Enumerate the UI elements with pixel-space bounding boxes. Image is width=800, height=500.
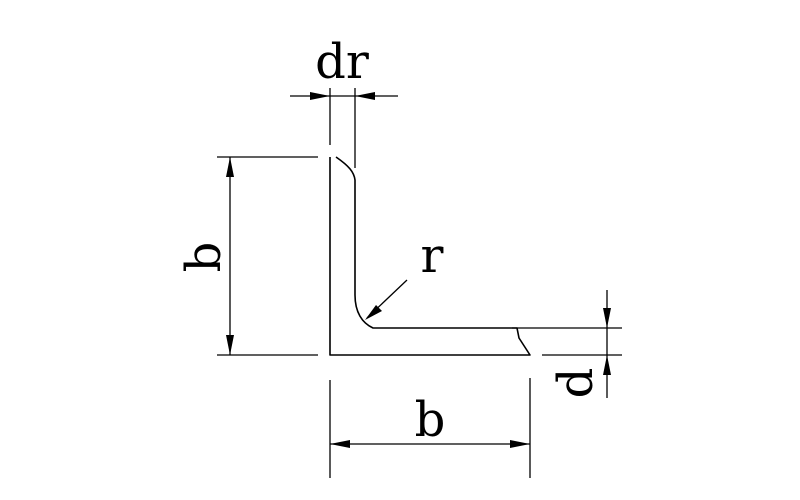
b-label-horizontal: b [415, 392, 446, 448]
dr-label: dr [315, 34, 369, 90]
dimension-dr: dr [290, 34, 398, 168]
d-label: d [548, 368, 604, 399]
radius-leader: r [365, 228, 444, 320]
b-label-vertical: b [176, 242, 232, 273]
dimension-b-vertical: b [176, 156, 318, 356]
dimension-b-horizontal: b [329, 378, 531, 478]
angle-profile [329, 156, 531, 356]
r-label: r [421, 228, 444, 284]
dimension-d: d [512, 290, 622, 398]
